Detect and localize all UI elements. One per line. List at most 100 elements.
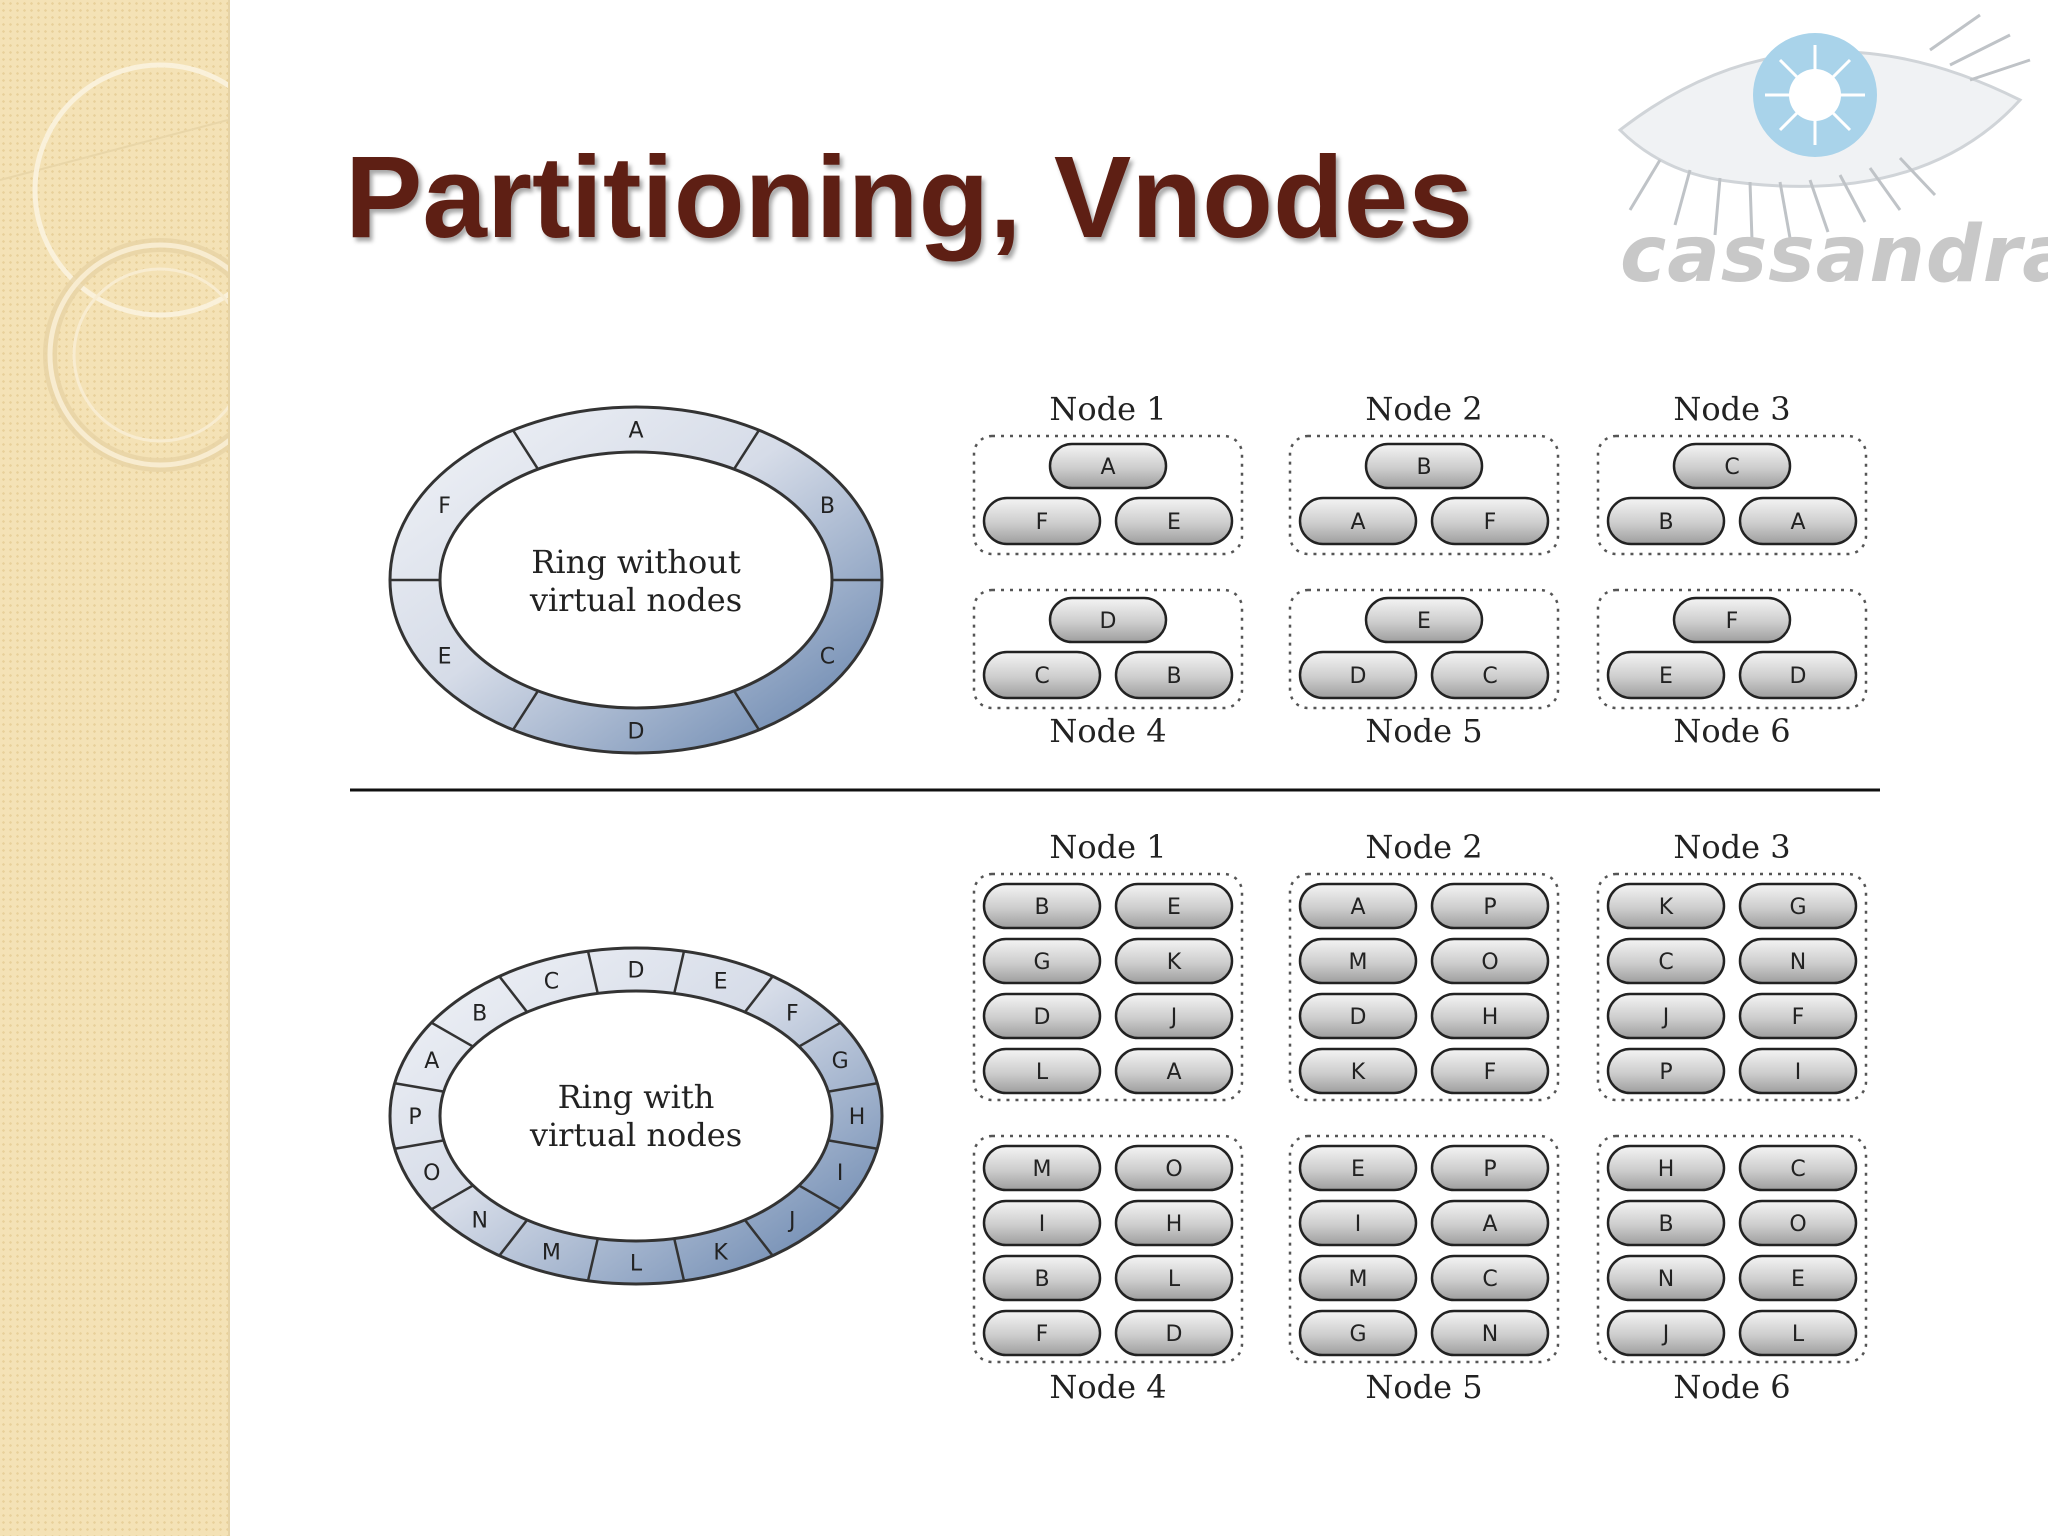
token-pill: B	[982, 1254, 1102, 1302]
node-group: Node 3 C B A	[1596, 390, 1868, 556]
token-label: M	[1349, 950, 1368, 975]
ring-divider	[430, 1184, 474, 1211]
node-box	[972, 1134, 1244, 1364]
node-label: Node 4	[1049, 1368, 1166, 1406]
token-pill: A	[1738, 496, 1858, 546]
token-pill: E	[1298, 1144, 1418, 1192]
token-pill: J	[1606, 992, 1726, 1040]
token-pill: A	[1430, 1199, 1550, 1247]
token-label: L	[1036, 1060, 1049, 1085]
token-pill: C	[1606, 937, 1726, 985]
token-pill: B	[982, 882, 1102, 930]
token-label: I	[1039, 1212, 1046, 1237]
token-pill: A	[1114, 1047, 1234, 1095]
ring-segment-label: D	[628, 959, 645, 984]
ring-divider	[511, 690, 540, 731]
token-label: H	[1166, 1212, 1183, 1237]
node-label: Node 1	[1049, 828, 1166, 866]
ring-divider	[430, 1021, 474, 1048]
token-pill: P	[1430, 1144, 1550, 1192]
token-label: E	[1417, 609, 1431, 634]
node-box	[1288, 872, 1560, 1102]
ring-center-label: Ring with	[558, 1078, 715, 1116]
token-pill: E	[1606, 650, 1726, 700]
token-pill: F	[982, 1309, 1102, 1357]
token-label: C	[1482, 1267, 1497, 1292]
slide-title: Partitioning, Vnodes	[345, 132, 1473, 262]
token-label: I	[1355, 1212, 1362, 1237]
ring-segment-label: L	[630, 1252, 643, 1277]
token-pill: M	[982, 1144, 1102, 1192]
ring-center-label: virtual nodes	[529, 581, 742, 619]
token-label: D	[1034, 1005, 1051, 1030]
token-label: B	[1658, 510, 1673, 535]
token-pill: D	[1738, 650, 1858, 700]
ring-divider	[798, 1184, 842, 1211]
token-label: D	[1166, 1322, 1183, 1347]
token-label: E	[1659, 664, 1673, 689]
token-pill: O	[1738, 1199, 1858, 1247]
node-label: Node 4	[1049, 712, 1166, 750]
ring-divider	[732, 690, 761, 731]
token-label: G	[1789, 895, 1806, 920]
token-label: E	[1167, 895, 1181, 920]
token-label: N	[1482, 1322, 1498, 1347]
ring-segment-label: K	[713, 1240, 728, 1265]
node-box	[1596, 872, 1868, 1102]
ring-segment-label: P	[408, 1105, 421, 1130]
token-pill: K	[1606, 882, 1726, 930]
token-pill: G	[982, 937, 1102, 985]
token-label: B	[1166, 664, 1181, 689]
node-label: Node 5	[1365, 712, 1482, 750]
token-label: C	[1482, 664, 1497, 689]
token-label: F	[1726, 609, 1739, 634]
token-pill: C	[1430, 1254, 1550, 1302]
token-pill: P	[1606, 1047, 1726, 1095]
token-pill: H	[1114, 1199, 1234, 1247]
token-pill: N	[1738, 937, 1858, 985]
token-pill: A	[1298, 496, 1418, 546]
token-pill: O	[1430, 937, 1550, 985]
token-pill: I	[1738, 1047, 1858, 1095]
ring-segment-label: J	[787, 1209, 796, 1234]
token-pill: A	[1048, 442, 1168, 490]
token-label: F	[1036, 510, 1049, 535]
token-label: E	[1167, 510, 1181, 535]
token-pill: M	[1298, 937, 1418, 985]
token-label: K	[1351, 1060, 1366, 1085]
ring-center-label: virtual nodes	[529, 1116, 742, 1154]
node-label: Node 6	[1673, 1368, 1790, 1406]
token-label: D	[1350, 664, 1367, 689]
token-pill: B	[1606, 1199, 1726, 1247]
ring-divider	[828, 1139, 878, 1151]
ring-divider	[743, 1219, 774, 1257]
node-label: Node 3	[1673, 828, 1790, 866]
token-pill: M	[1298, 1254, 1418, 1302]
decorative-circles	[0, 62, 228, 472]
node-label: Node 1	[1049, 390, 1166, 428]
token-pill: E	[1114, 882, 1234, 930]
ring-segment-label: N	[471, 1209, 487, 1234]
token-pill: F	[1738, 992, 1858, 1040]
token-pill: O	[1114, 1144, 1234, 1192]
node-label: Node 3	[1673, 390, 1790, 428]
token-label: L	[1792, 1322, 1805, 1347]
node-label: Node 6	[1673, 712, 1790, 750]
ring-segment-label: E	[438, 644, 452, 669]
node-box	[1596, 1134, 1868, 1364]
token-label: C	[1724, 455, 1739, 480]
token-label: J	[1661, 1005, 1670, 1030]
token-label: J	[1661, 1322, 1670, 1347]
ring-segment-label: B	[472, 1001, 487, 1026]
sidebar-decoration	[0, 0, 230, 1536]
token-label: A	[1350, 510, 1365, 535]
token-pill: E	[1114, 496, 1234, 546]
token-label: P	[1659, 1060, 1672, 1085]
